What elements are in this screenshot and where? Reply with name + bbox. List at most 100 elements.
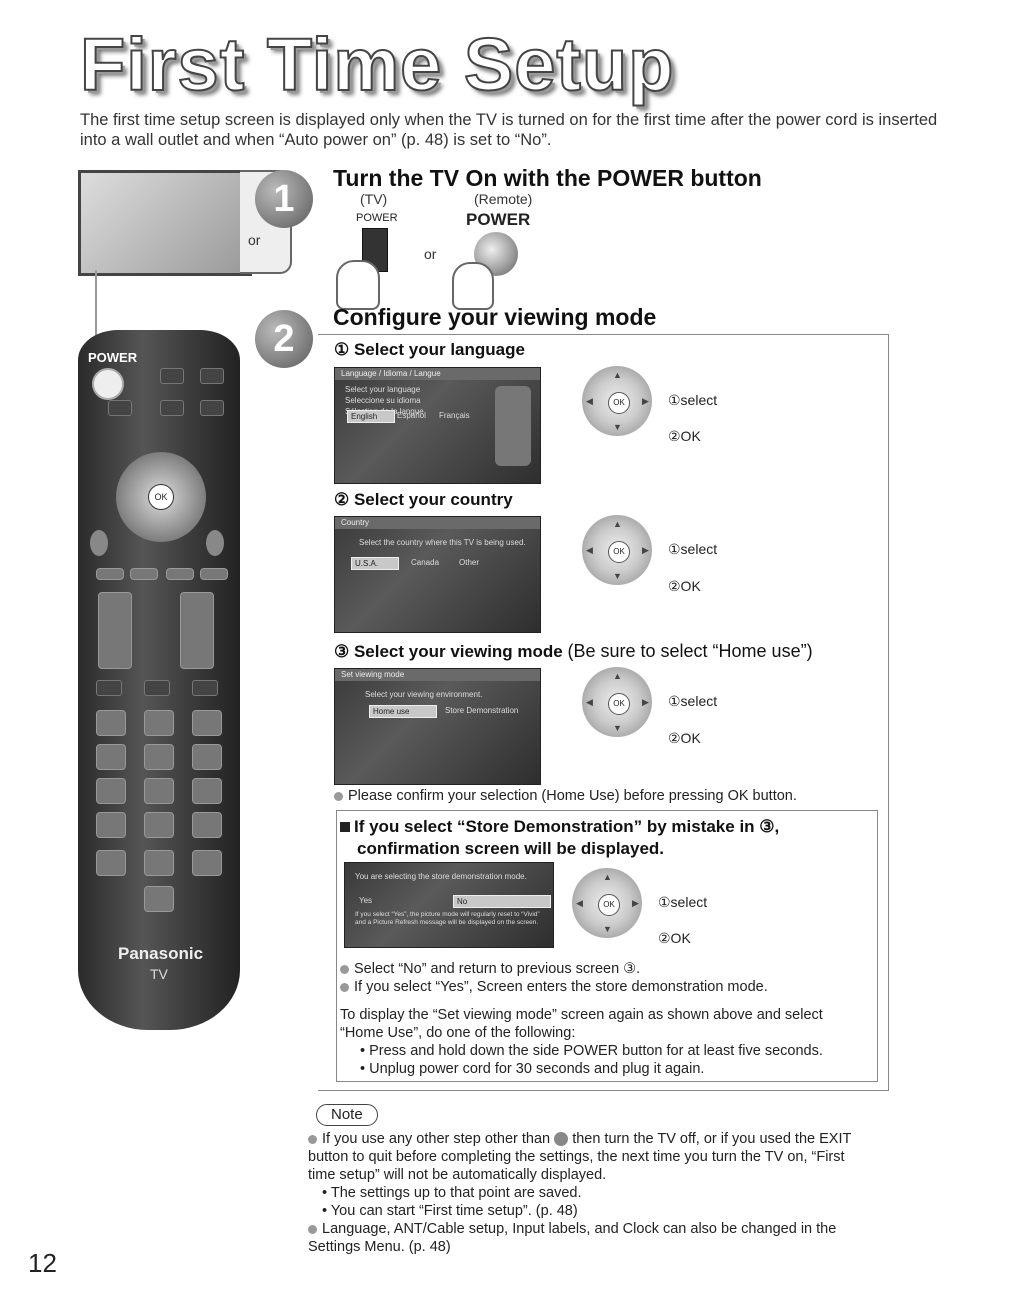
bullet-icon bbox=[308, 1224, 317, 1234]
note-bullet-1-part2: then turn the TV off, or if you used the… bbox=[308, 1131, 852, 1183]
viewing-option-store[interactable]: Store Demonstration bbox=[445, 706, 519, 715]
mistake-bullet-2-text: If you select “Yes”, Screen enters the s… bbox=[354, 979, 768, 995]
remote-number-button[interactable] bbox=[144, 812, 174, 838]
remote-power-label-step1: POWER bbox=[466, 210, 531, 229]
screen-prompt: Select your viewing environment. bbox=[365, 690, 483, 699]
remote-volume-rocker[interactable] bbox=[98, 592, 132, 669]
bullet-icon bbox=[308, 1134, 317, 1144]
remote-brand-sub: TV bbox=[150, 966, 168, 982]
remote-number-button[interactable] bbox=[192, 710, 222, 736]
confirm-option-no[interactable]: No bbox=[453, 895, 551, 908]
remote-number-button[interactable] bbox=[96, 744, 126, 770]
intro-text: The first time setup screen is displayed… bbox=[80, 111, 938, 149]
language-option-spanish[interactable]: Español bbox=[397, 411, 426, 420]
remote-power-button[interactable] bbox=[92, 368, 124, 400]
remote-button[interactable] bbox=[192, 680, 218, 696]
remote-control: POWER OK Panasonic TV bbox=[78, 330, 240, 1030]
tv-illustration bbox=[78, 170, 252, 276]
note-sub-2: • You can start “First time setup”. (p. … bbox=[322, 1203, 578, 1219]
remote-button[interactable] bbox=[144, 680, 170, 696]
confirm-ok-callout: ②OK bbox=[658, 930, 691, 946]
remote-button[interactable] bbox=[160, 400, 184, 416]
remote-color-button[interactable] bbox=[130, 568, 158, 580]
bullet-icon bbox=[340, 964, 349, 974]
confirm-screen: You are selecting the store demonstratio… bbox=[344, 862, 554, 948]
hand-pointer-icon bbox=[336, 260, 380, 310]
tv-label: (TV) bbox=[360, 191, 388, 207]
remote-number-button[interactable] bbox=[192, 812, 222, 838]
remote-number-button[interactable] bbox=[192, 744, 222, 770]
remote-number-button[interactable] bbox=[96, 812, 126, 838]
language-ok-callout: ②OK bbox=[668, 428, 701, 444]
note-bullet-1-part1: If you use any other step other than bbox=[322, 1131, 551, 1147]
viewing-option-home[interactable]: Home use bbox=[369, 705, 437, 718]
screen-message: You are selecting the store demonstratio… bbox=[355, 872, 527, 881]
dpad-icon: OK▲▼◀▶ bbox=[582, 667, 652, 737]
square-bullet-icon bbox=[340, 822, 350, 832]
remote-channel-rocker[interactable] bbox=[180, 592, 214, 669]
mistake-dot-1: • Press and hold down the side POWER but… bbox=[360, 1043, 823, 1059]
country-option-other[interactable]: Other bbox=[459, 558, 480, 567]
remote-number-button[interactable] bbox=[144, 744, 174, 770]
country-select-callout: ①select bbox=[668, 541, 718, 557]
confirm-select-callout: ①select bbox=[658, 894, 708, 910]
remote-color-button[interactable] bbox=[96, 568, 124, 580]
remote-number-button[interactable] bbox=[144, 778, 174, 804]
viewing-ok-callout: ②OK bbox=[668, 730, 701, 746]
language-option-french[interactable]: Français bbox=[439, 411, 470, 420]
remote-number-button[interactable] bbox=[96, 710, 126, 736]
mistake-dot-2: • Unplug power cord for 30 seconds and p… bbox=[360, 1061, 705, 1077]
language-option-english[interactable]: English bbox=[347, 410, 395, 423]
mistake-bullet-2: If you select “Yes”, Screen enters the s… bbox=[340, 978, 768, 996]
remote-button[interactable] bbox=[200, 368, 224, 384]
remote-button[interactable] bbox=[108, 400, 132, 416]
remote-number-button[interactable] bbox=[192, 778, 222, 804]
confirm-option-yes[interactable]: Yes bbox=[359, 896, 373, 905]
step-2-heading: Configure your viewing mode bbox=[333, 304, 657, 330]
remote-button-right[interactable] bbox=[206, 530, 224, 556]
remote-number-button[interactable] bbox=[96, 778, 126, 804]
note-bullet-2: Language, ANT/Cable setup, Input labels,… bbox=[308, 1220, 868, 1256]
screen-title: Set viewing mode bbox=[335, 669, 540, 681]
viewing-select-callout: ①select bbox=[668, 693, 718, 709]
remote-button[interactable] bbox=[96, 680, 122, 696]
remote-button[interactable] bbox=[144, 886, 174, 912]
remote-button[interactable] bbox=[144, 850, 174, 876]
mistake-heading-1: If you select “Store Demonstration” by m… bbox=[340, 817, 779, 837]
step-1-badge: 1 bbox=[255, 170, 313, 228]
remote-button[interactable] bbox=[160, 368, 184, 384]
mistake-paragraph: To display the “Set viewing mode” screen… bbox=[340, 1007, 823, 1041]
screen-title: Language / Idioma / Langue bbox=[335, 368, 540, 380]
viewing-screen: Set viewing mode Select your viewing env… bbox=[334, 668, 541, 785]
language-heading: ① Select your language bbox=[334, 340, 525, 359]
dpad-icon: OK▲▼◀▶ bbox=[582, 366, 652, 436]
remote-ok-button[interactable]: OK bbox=[148, 484, 174, 510]
country-ok-callout: ②OK bbox=[668, 578, 701, 594]
note-sub-1: • The settings up to that point are save… bbox=[322, 1185, 582, 1201]
country-option-usa[interactable]: U.S.A. bbox=[351, 557, 399, 570]
remote-number-button[interactable] bbox=[144, 710, 174, 736]
country-heading: ② Select your country bbox=[334, 490, 513, 509]
page-number: 12 bbox=[28, 1248, 57, 1278]
tv-or-label: or bbox=[248, 232, 261, 248]
remote-power-label: POWER bbox=[88, 350, 138, 365]
confirm-note-text: Please confirm your selection (Home Use)… bbox=[348, 788, 797, 804]
mistake-bullet-1-text: Select “No” and return to previous scree… bbox=[354, 961, 641, 977]
country-option-canada[interactable]: Canada bbox=[411, 558, 440, 567]
remote-color-button[interactable] bbox=[166, 568, 194, 580]
dpad-icon: OK▲▼◀▶ bbox=[582, 515, 652, 585]
connector-line bbox=[95, 270, 97, 340]
remote-button[interactable] bbox=[96, 850, 126, 876]
remote-button-left[interactable] bbox=[90, 530, 108, 556]
mistake-heading-1-text: If you select “Store Demonstration” by m… bbox=[354, 817, 780, 836]
hand-pointer-icon bbox=[452, 262, 494, 310]
remote-color-button[interactable] bbox=[200, 568, 228, 580]
remote-brand-logo: Panasonic bbox=[118, 944, 204, 963]
remote-dpad[interactable]: OK bbox=[116, 452, 206, 542]
note-bullet-1: If you use any other step other than the… bbox=[308, 1130, 868, 1184]
remote-button[interactable] bbox=[200, 400, 224, 416]
page-title: First Time Setup bbox=[79, 22, 675, 107]
screen-title: Country bbox=[335, 517, 540, 529]
confirm-note: Please confirm your selection (Home Use)… bbox=[334, 787, 797, 805]
remote-button[interactable] bbox=[192, 850, 222, 876]
